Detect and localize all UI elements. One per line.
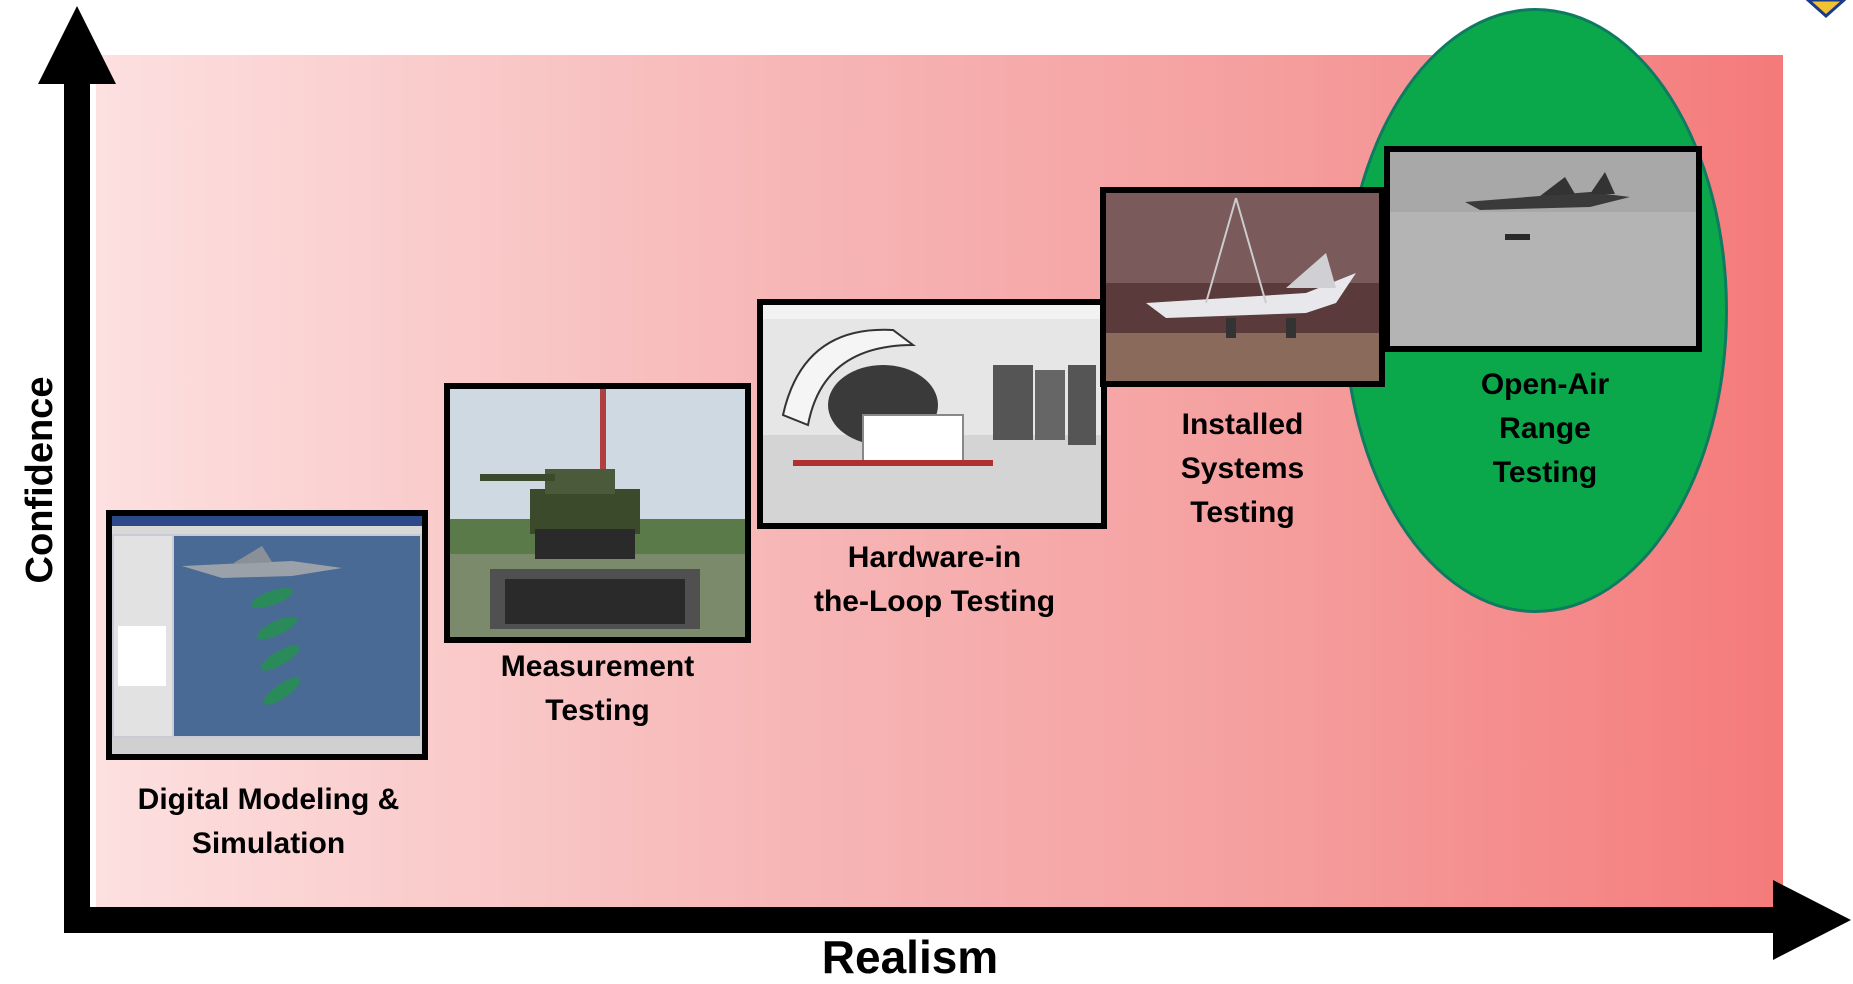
stage-caption-measurement: Measurement Testing [500, 650, 695, 727]
hardware-in-loop-photo [757, 299, 1107, 529]
stage-caption-open-air-range: Open-Air Range Testing [1480, 368, 1610, 489]
stage-caption-installed-systems: Installed Systems Testing [1180, 408, 1305, 529]
x-axis [64, 907, 1784, 933]
installed-systems-photo [1100, 187, 1385, 387]
logo-icon [1806, 0, 1846, 18]
digital-model-photo [106, 510, 428, 760]
y-axis [64, 78, 90, 933]
stage-caption-digital-modeling: Digital Modeling & Simulation [137, 783, 400, 860]
x-axis-label: Realism [821, 931, 999, 983]
measurement-testing-photo [444, 383, 751, 643]
open-air-range-photo [1384, 146, 1702, 352]
x-axis-arrow-icon [1773, 880, 1851, 960]
y-axis-arrow-icon [38, 6, 116, 84]
stage-caption-hardware-in-loop: Hardware-in the-Loop Testing [813, 541, 1056, 618]
y-axis-label: Confidence [19, 376, 61, 584]
